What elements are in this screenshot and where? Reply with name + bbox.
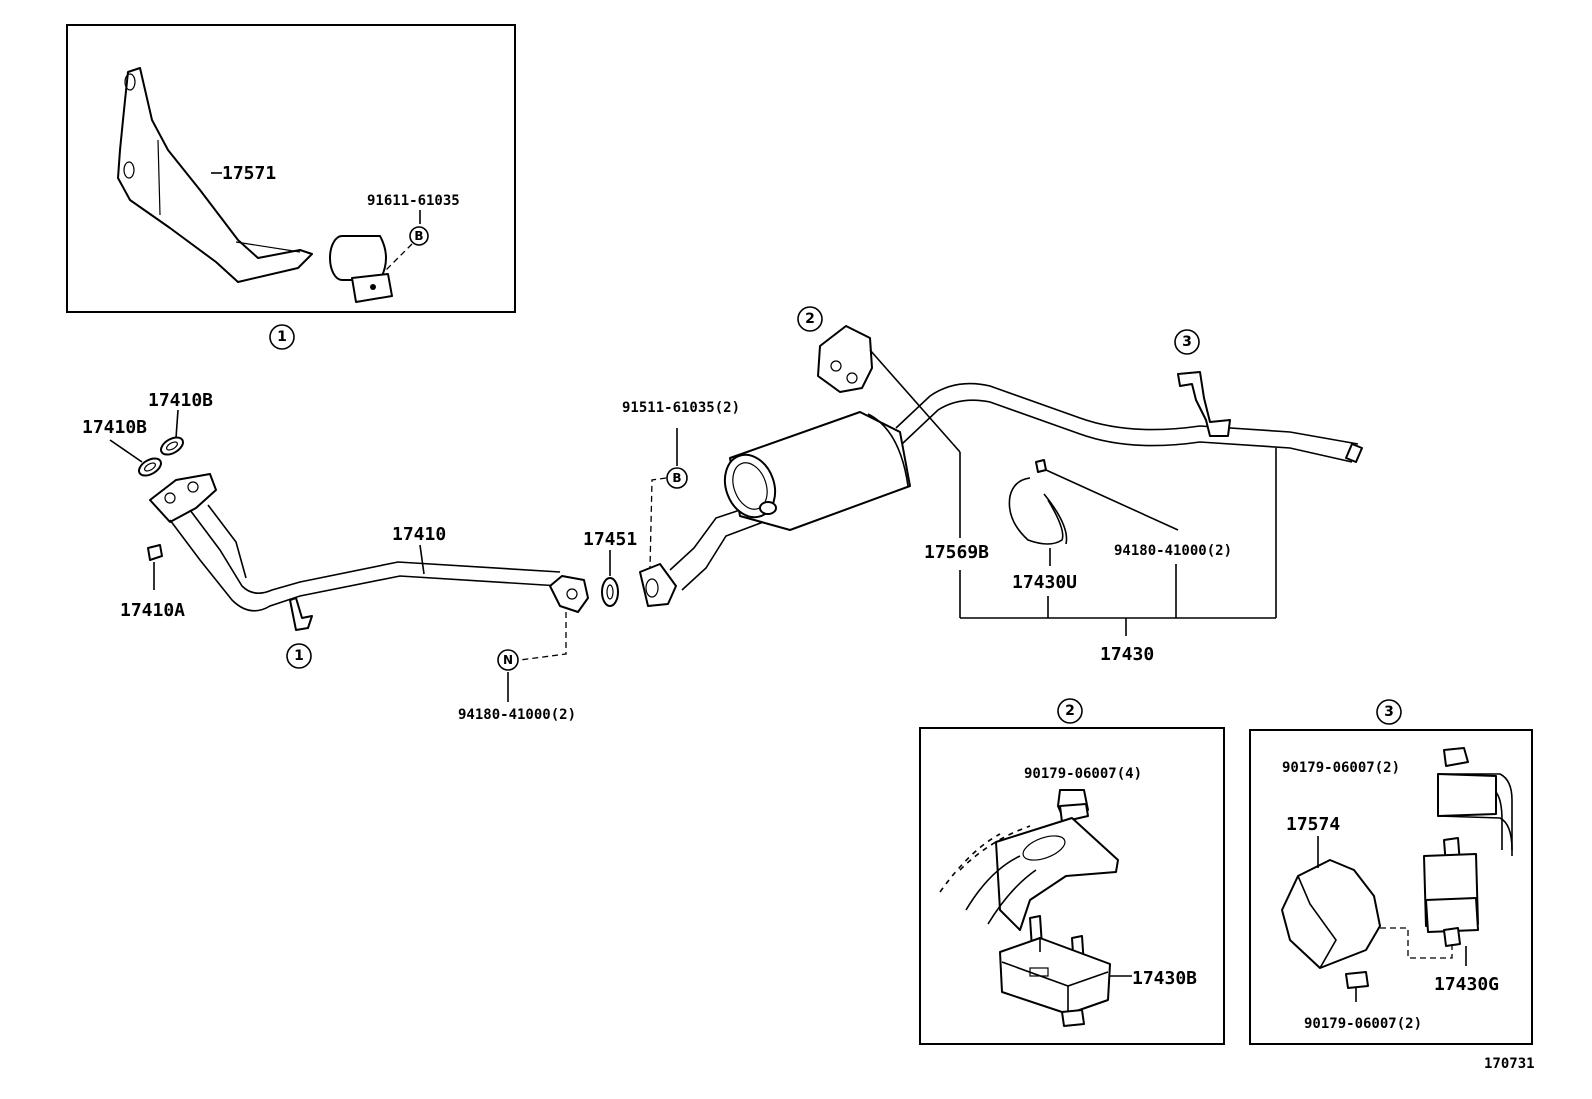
label-94180-front: 94180-41000(2)	[458, 707, 576, 723]
detail-box-2: 90179-06007(4)	[919, 727, 1225, 1045]
callout-1-top: 1	[277, 329, 287, 345]
callout-3-top: 3	[1182, 334, 1192, 350]
assembly-bracket-17430	[959, 448, 1277, 636]
callout-n-flange: N	[503, 653, 513, 667]
label-90179-2-top: 90179-06007(2)	[1282, 760, 1400, 776]
label-17430g: 17430G	[1434, 974, 1499, 995]
gaskets-17410b	[138, 436, 184, 477]
label-17410: 17410	[392, 524, 446, 545]
callout-2-top: 2	[805, 311, 815, 327]
label-17430u: 17430U	[1012, 572, 1077, 593]
callout-b-pipe: B	[672, 471, 681, 485]
bracket-17571	[117, 67, 313, 283]
label-90179-4: 90179-06007(4)	[1024, 766, 1142, 782]
clamp-17430u	[1008, 459, 1068, 545]
callout-3-box: 3	[1384, 704, 1394, 720]
label-17430b: 17430B	[1132, 968, 1197, 989]
label-90179-2-bottom: 90179-06007(2)	[1304, 1016, 1422, 1032]
label-17569b: 17569B	[924, 542, 989, 563]
callout-1-pipe: 1	[294, 648, 304, 664]
detail-box-3: 90179-06007(2)	[1249, 729, 1533, 1045]
center-pipe-and-muffler	[639, 411, 911, 607]
label-17410b-upper: 17410B	[148, 390, 213, 411]
callout-b-clamp: B	[414, 229, 423, 243]
diagram-code: 170731	[1484, 1056, 1535, 1072]
label-17451: 17451	[583, 529, 637, 550]
label-91511-61035: 91511-61035(2)	[622, 400, 740, 416]
tail-pipe	[895, 371, 1363, 463]
hanger-17569b	[817, 325, 873, 393]
detail-box-1: 17571 91611-61035 B	[66, 24, 516, 313]
label-17410b-lower: 17410B	[82, 417, 147, 438]
label-17410a: 17410A	[120, 600, 185, 621]
label-17430: 17430	[1100, 644, 1154, 665]
front-pipe-17410	[149, 473, 589, 631]
label-17571: 17571	[222, 163, 276, 184]
exhaust-clamp	[329, 235, 393, 303]
label-91611-61035: 91611-61035	[367, 193, 460, 209]
callout-2-box: 2	[1065, 703, 1075, 719]
label-17574: 17574	[1286, 814, 1340, 835]
label-94180-rear: 94180-41000(2)	[1114, 543, 1232, 559]
